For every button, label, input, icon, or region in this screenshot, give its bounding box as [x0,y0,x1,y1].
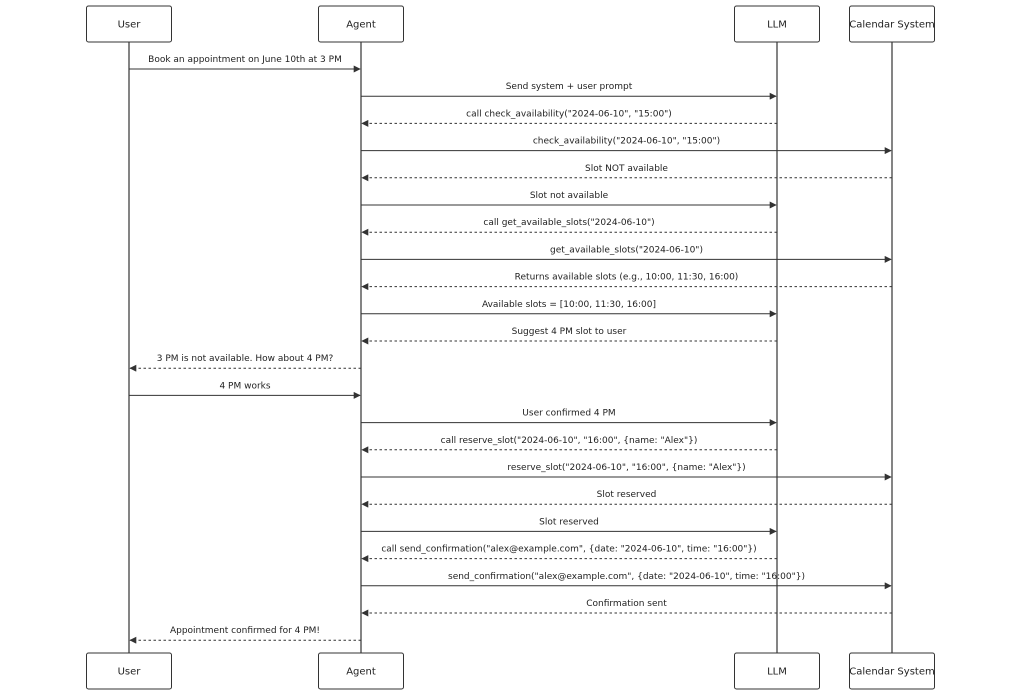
message-label: check_availability("2024-06-10", "15:00"… [533,137,720,147]
message-20: send_confirmation("alex@example.com", {d… [361,572,892,590]
message-label: Slot not available [530,191,609,201]
actor-label: LLM [767,20,787,31]
message-18: Slot reserved [361,517,777,535]
message-22: Appointment confirmed for 4 PM! [129,626,361,644]
message-21: Confirmation sent [361,599,892,617]
message-label: 3 PM is not available. How about 4 PM? [157,354,334,364]
actor-llm-top: LLM [734,5,820,43]
message-14: User confirmed 4 PM [361,409,777,427]
message-label: Book an appointment on June 10th at 3 PM [148,55,342,65]
message-label: Confirmation sent [586,599,667,609]
actor-box [849,652,935,690]
message-label: get_available_slots("2024-06-10") [550,245,703,255]
message-4: check_availability("2024-06-10", "15:00"… [361,137,892,155]
actor-label: User [118,667,142,678]
message-label: call reserve_slot("2024-06-10", "16:00",… [441,436,698,446]
actor-user-bottom: User [86,652,172,690]
actor-label: LLM [767,667,787,678]
message-label: Appointment confirmed for 4 PM! [170,626,320,636]
message-5: Slot NOT available [361,164,892,182]
message-10: Available slots = [10:00, 11:30, 16:00] [361,300,777,318]
message-label: Send system + user prompt [506,82,633,92]
message-11: Suggest 4 PM slot to user [361,327,777,345]
actor-agent-bottom: Agent [318,652,404,690]
message-6: Slot not available [361,191,777,209]
message-label: call send_confirmation("alex@example.com… [381,545,756,555]
message-label: Slot NOT available [585,164,668,174]
actor-label: Calendar System [849,667,934,678]
actor-box [318,5,404,43]
actor-box [318,652,404,690]
message-label: Slot reserved [597,490,657,500]
message-label: Available slots = [10:00, 11:30, 16:00] [482,300,656,310]
message-label: Suggest 4 PM slot to user [512,327,627,337]
actor-label: Agent [346,667,376,678]
message-8: get_available_slots("2024-06-10") [361,245,892,263]
actor-agent-top: Agent [318,5,404,43]
message-label: Slot reserved [539,517,599,527]
actor-box [849,5,935,43]
message-1: Book an appointment on June 10th at 3 PM [129,55,361,73]
message-label: call check_availability("2024-06-10", "1… [466,109,672,119]
message-label: User confirmed 4 PM [522,409,615,419]
message-label: send_confirmation("alex@example.com", {d… [448,572,805,582]
message-19: call send_confirmation("alex@example.com… [361,545,777,563]
actor-user-top: User [86,5,172,43]
message-label: 4 PM works [219,381,270,391]
actor-label: User [118,20,142,31]
message-17: Slot reserved [361,490,892,508]
message-label: call get_available_slots("2024-06-10") [483,218,654,228]
message-15: call reserve_slot("2024-06-10", "16:00",… [361,436,777,454]
actor-llm-bottom: LLM [734,652,820,690]
actor-box [86,652,172,690]
actor-box [734,5,820,43]
message-2: Send system + user prompt [361,82,777,100]
message-12: 3 PM is not available. How about 4 PM? [129,354,361,372]
message-7: call get_available_slots("2024-06-10") [361,218,777,236]
message-label: reserve_slot("2024-06-10", "16:00", {nam… [507,463,745,473]
message-3: call check_availability("2024-06-10", "1… [361,109,777,127]
actor-box [86,5,172,43]
actor-calendar-top: Calendar System [849,5,935,43]
actor-calendar-bottom: Calendar System [849,652,935,690]
message-label: Returns available slots (e.g., 10:00, 11… [515,273,739,283]
message-13: 4 PM works [129,381,361,399]
actor-label: Agent [346,20,376,31]
actor-label: Calendar System [849,20,934,31]
message-16: reserve_slot("2024-06-10", "16:00", {nam… [361,463,892,481]
message-9: Returns available slots (e.g., 10:00, 11… [361,273,892,291]
actor-box [734,652,820,690]
